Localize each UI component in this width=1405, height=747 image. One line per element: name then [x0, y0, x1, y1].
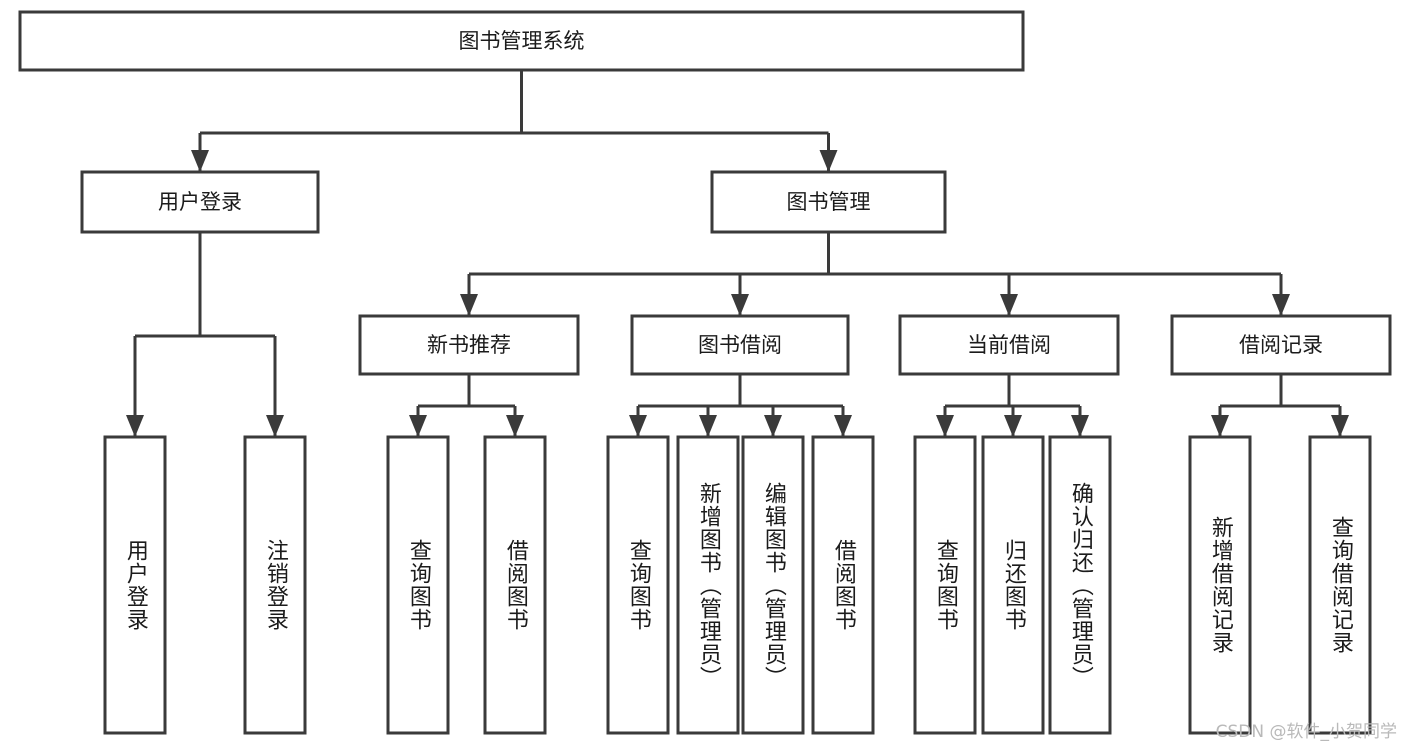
arrow-head-icon: [936, 415, 954, 437]
watermark-text: CSDN @软件_小贺同学: [1215, 722, 1397, 742]
arrow-head-icon: [409, 415, 427, 437]
node-level2-图书借阅[interactable]: [630, 314, 850, 376]
node-leaf-11-新增借阅记录[interactable]: [1188, 435, 1252, 735]
node-leaf-7-借阅图书[interactable]: [811, 435, 875, 735]
arrow-head-icon: [834, 415, 852, 437]
node-leaf-2-查询图书[interactable]: [386, 435, 450, 735]
node-level2-当前借阅[interactable]: [898, 314, 1120, 376]
arrow-head-icon: [731, 294, 749, 316]
node-leaf-1-注销登录[interactable]: [243, 435, 307, 735]
arrow-head-icon: [191, 150, 209, 172]
node-label-level1-1: 图书管理: [787, 190, 871, 214]
node-leaf-8-查询图书[interactable]: [913, 435, 977, 735]
node-leaf-5-新增图书管理员[interactable]: [676, 435, 740, 735]
node-label-level2-3: 借阅记录: [1239, 333, 1323, 357]
arrow-head-icon: [506, 415, 524, 437]
node-level1-用户登录[interactable]: [80, 170, 320, 234]
arrow-head-icon: [764, 415, 782, 437]
node-leaf-6-编辑图书管理员[interactable]: [741, 435, 805, 735]
arrow-head-icon: [266, 415, 284, 437]
arrow-head-icon: [1331, 415, 1349, 437]
arrow-head-icon: [1071, 415, 1089, 437]
arrow-head-icon: [1211, 415, 1229, 437]
node-leaf-9-归还图书[interactable]: [981, 435, 1045, 735]
arrow-head-icon: [126, 415, 144, 437]
node-level2-新书推荐[interactable]: [358, 314, 580, 376]
node-label-level2-2: 当前借阅: [967, 333, 1051, 357]
node-label-level1-0: 用户登录: [158, 190, 242, 214]
node-level2-借阅记录[interactable]: [1170, 314, 1392, 376]
boxes-layer: [18, 10, 1392, 735]
connectors-layer: [126, 70, 1349, 437]
arrow-head-icon: [699, 415, 717, 437]
arrow-head-icon: [460, 294, 478, 316]
node-label-root: 图书管理系统: [459, 29, 585, 53]
node-leaf-4-查询图书[interactable]: [606, 435, 670, 735]
node-leaf-3-借阅图书[interactable]: [483, 435, 547, 735]
node-leaf-0-用户登录[interactable]: [103, 435, 167, 735]
node-label-level2-0: 新书推荐: [427, 333, 511, 357]
node-level1-图书管理[interactable]: [710, 170, 947, 234]
arrow-head-icon: [629, 415, 647, 437]
arrow-head-icon: [1272, 294, 1290, 316]
arrow-head-icon: [819, 150, 838, 172]
arrow-head-icon: [1000, 294, 1018, 316]
node-root-图书管理系统[interactable]: [18, 10, 1025, 72]
node-label-level2-1: 图书借阅: [698, 333, 782, 357]
node-leaf-10-确认归还管理员[interactable]: [1048, 435, 1112, 735]
arrow-head-icon: [1004, 415, 1022, 437]
node-leaf-12-查询借阅记录[interactable]: [1308, 435, 1372, 735]
